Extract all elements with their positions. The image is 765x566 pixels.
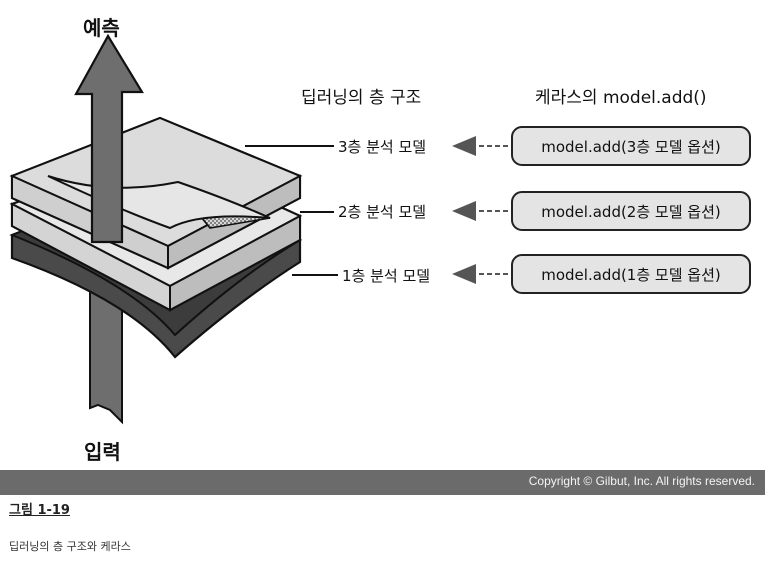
layer-1-label: 1층 분석 모델 [342,267,431,285]
code-box-layer-1: model.add(1층 모델 옵션) [511,254,751,294]
figure-caption: 딥러닝의 층 구조와 케라스 [9,540,131,553]
output-label: 예측 [83,16,120,40]
dashed-arrows [452,136,508,284]
layer-diagram: 예측 입력 딥러닝의 층 구조 케라스의 model.add() 3층 분석 모… [9,16,751,464]
output-arrow [74,33,144,244]
figure-number: 그림 1-19 [9,503,70,518]
copyright-bar: Copyright © Gilbut, Inc. All rights rese… [0,470,765,495]
layer-structure-header: 딥러닝의 층 구조 [301,88,422,108]
code-box-layer-3: model.add(3층 모델 옵션) [511,126,751,166]
keras-header: 케라스의 model.add() [535,88,707,108]
layer-2-label: 2층 분석 모델 [338,203,427,221]
layer-3-label: 3층 분석 모델 [338,138,427,156]
code-box-layer-2: model.add(2층 모델 옵션) [511,191,751,231]
input-label: 입력 [84,440,121,464]
layer-leader-lines [245,145,338,276]
copyright-text: Copyright © Gilbut, Inc. All rights rese… [528,474,755,488]
